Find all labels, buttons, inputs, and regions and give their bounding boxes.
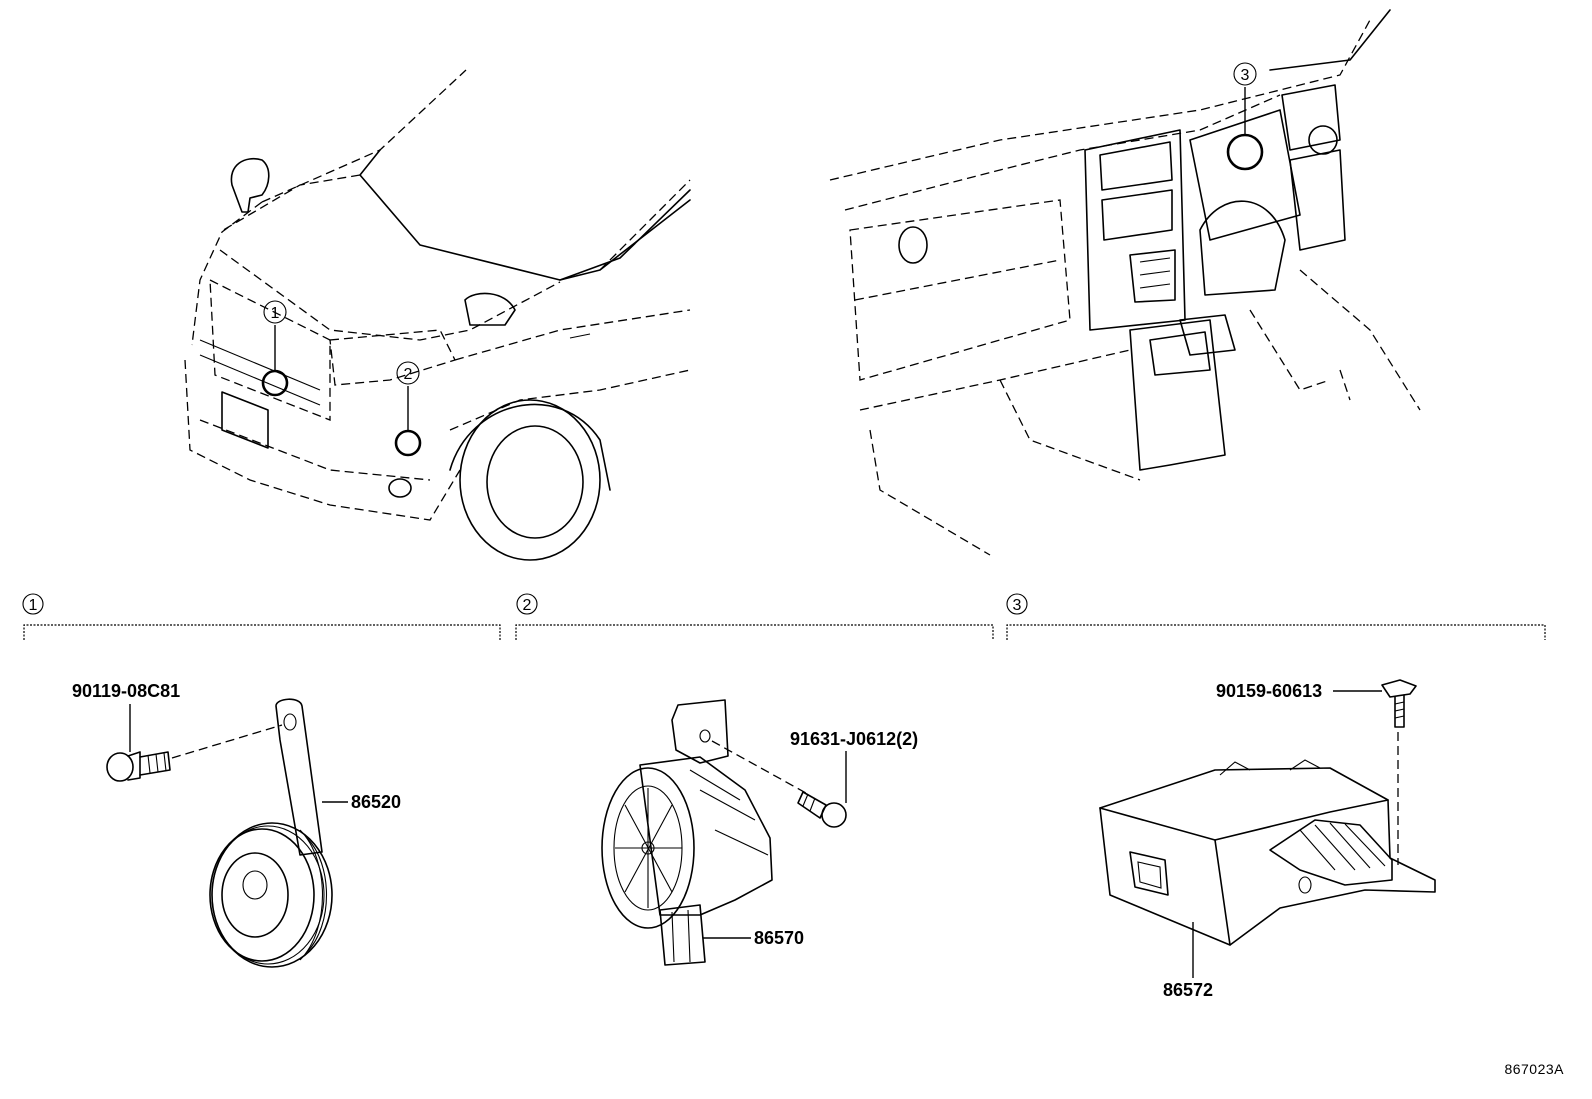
section-1-header: 1 <box>22 593 501 640</box>
controller-location-marker <box>1226 133 1264 171</box>
part-number-bolt-1: 90119-08C81 <box>72 681 180 701</box>
controller-icon <box>1099 759 1436 946</box>
callout-1-label: 1 <box>271 305 280 322</box>
part-number-bolt-3: 90159-60613 <box>1216 681 1322 701</box>
callout-1 <box>263 300 287 324</box>
bolt-1-icon <box>106 751 171 782</box>
diagram-code: 867023A <box>1504 1061 1564 1077</box>
section-3-header: 3 <box>1006 593 1546 640</box>
section-1-label: 1 <box>29 597 38 614</box>
buzzer-icon <box>601 699 773 966</box>
buzzer-location-marker <box>394 429 422 457</box>
section-2-header: 2 <box>515 593 994 640</box>
callout-3 <box>1233 62 1257 86</box>
bolt-2-icon <box>797 791 847 828</box>
callout-3-label: 3 <box>1241 67 1250 84</box>
section-3-label: 3 <box>1013 597 1022 614</box>
part-number-controller: 86572 <box>1163 980 1213 1000</box>
horn-icon <box>209 822 333 968</box>
callout-2 <box>396 361 420 385</box>
dashboard-illustration: 3 <box>829 9 1421 556</box>
bolt-3-icon <box>1381 679 1417 728</box>
vehicle-front-illustration: 1 2 <box>184 69 691 561</box>
horn-assembly: 90119-08C81 86520 <box>72 681 401 968</box>
buzzer-assembly: 91631-J0612(2) 86570 <box>601 699 918 966</box>
controller-assembly: 90159-60613 86572 <box>1099 679 1436 1000</box>
section-2-label: 2 <box>523 597 532 614</box>
part-number-horn: 86520 <box>351 792 401 812</box>
part-number-buzzer: 86570 <box>754 928 804 948</box>
callout-2-label: 2 <box>404 366 413 383</box>
part-number-bolt-2: 91631-J0612(2) <box>790 729 918 749</box>
